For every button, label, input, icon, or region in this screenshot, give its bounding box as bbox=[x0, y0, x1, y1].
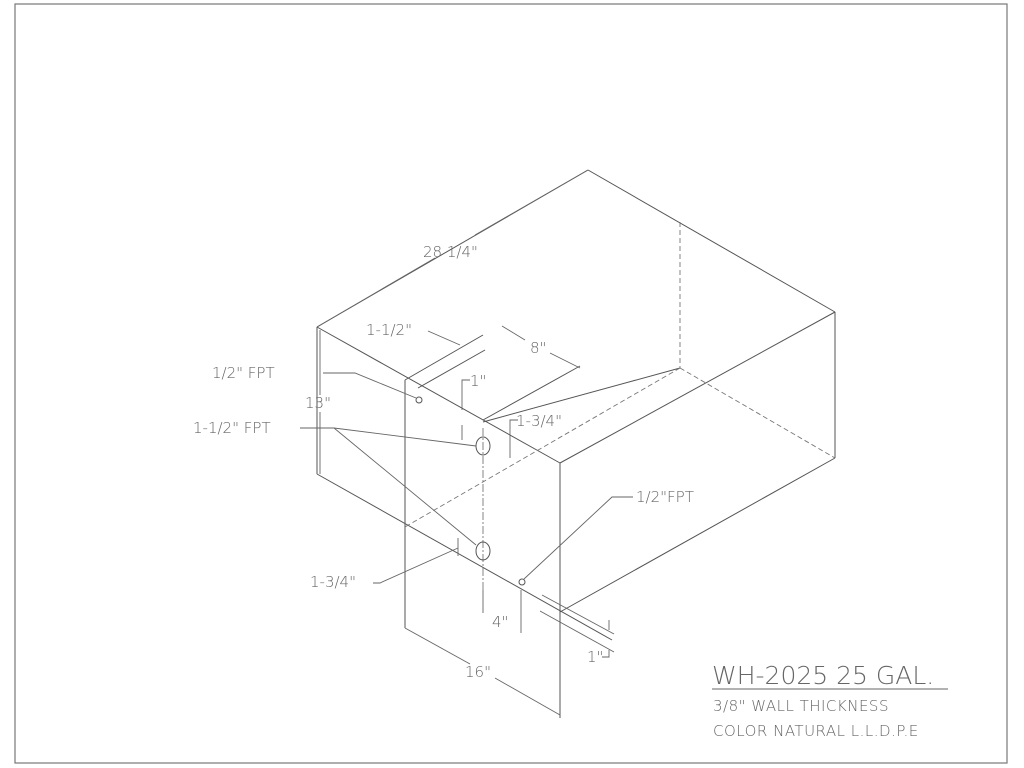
lower-side-fitting-icon bbox=[475, 541, 491, 561]
side-fittings-label: 1-1/2" FPT bbox=[193, 419, 271, 437]
step-offset-label: 1-1/2" bbox=[366, 321, 412, 339]
title-block: WH-2025 25 GAL. 3/8" WALL THICKNESS COLO… bbox=[712, 661, 948, 740]
material-note: COLOR NATURAL L.L.D.P.E bbox=[713, 722, 919, 740]
length-label: 28 1/4" bbox=[423, 243, 478, 261]
step-depth-label: 8" bbox=[530, 339, 546, 357]
callout-side-fittings: 1-1/2" FPT bbox=[193, 419, 477, 546]
wall-thickness-note: 3/8" WALL THICKNESS bbox=[713, 697, 889, 715]
drain-fitting-label: 1/2"FPT bbox=[636, 488, 694, 506]
height-label: 13" bbox=[305, 394, 331, 412]
dimension-height: 13" bbox=[305, 330, 331, 474]
dimension-length: 28 1/4" bbox=[316, 169, 589, 328]
dimension-lower-port: 1-3/4" bbox=[310, 538, 459, 591]
upper-port-label: 1-3/4" bbox=[516, 412, 562, 430]
drain-fitting-icon bbox=[518, 578, 526, 586]
top-fitting-icon bbox=[415, 396, 423, 404]
drain-offset-label: 1" bbox=[587, 648, 603, 666]
tank-outline bbox=[316, 169, 836, 718]
drain-spacing-label: 4" bbox=[492, 613, 508, 631]
model-title: WH-2025 25 GAL. bbox=[712, 661, 934, 690]
hidden-lines bbox=[404, 222, 836, 590]
dimension-step-depth: 8" bbox=[501, 325, 581, 369]
dimension-drain-spacing: 4" bbox=[482, 590, 522, 633]
sheet-border bbox=[14, 3, 1008, 764]
lower-port-label: 1-3/4" bbox=[310, 573, 356, 591]
dimension-top-port: 1" bbox=[461, 372, 486, 440]
callout-top-fitting: 1/2" FPT bbox=[212, 364, 417, 399]
dimension-drain-offset: 1" bbox=[539, 594, 615, 666]
top-fitting-label: 1/2" FPT bbox=[212, 364, 275, 382]
fittings bbox=[415, 396, 526, 586]
callout-drain-fitting: 1/2"FPT bbox=[523, 488, 694, 580]
top-port-label: 1" bbox=[470, 372, 486, 390]
dimension-upper-port: 1-3/4" bbox=[509, 412, 562, 458]
dimension-width: 16" bbox=[404, 627, 561, 716]
width-label: 16" bbox=[465, 663, 491, 681]
dimension-step-offset: 1-1/2" bbox=[366, 321, 461, 346]
